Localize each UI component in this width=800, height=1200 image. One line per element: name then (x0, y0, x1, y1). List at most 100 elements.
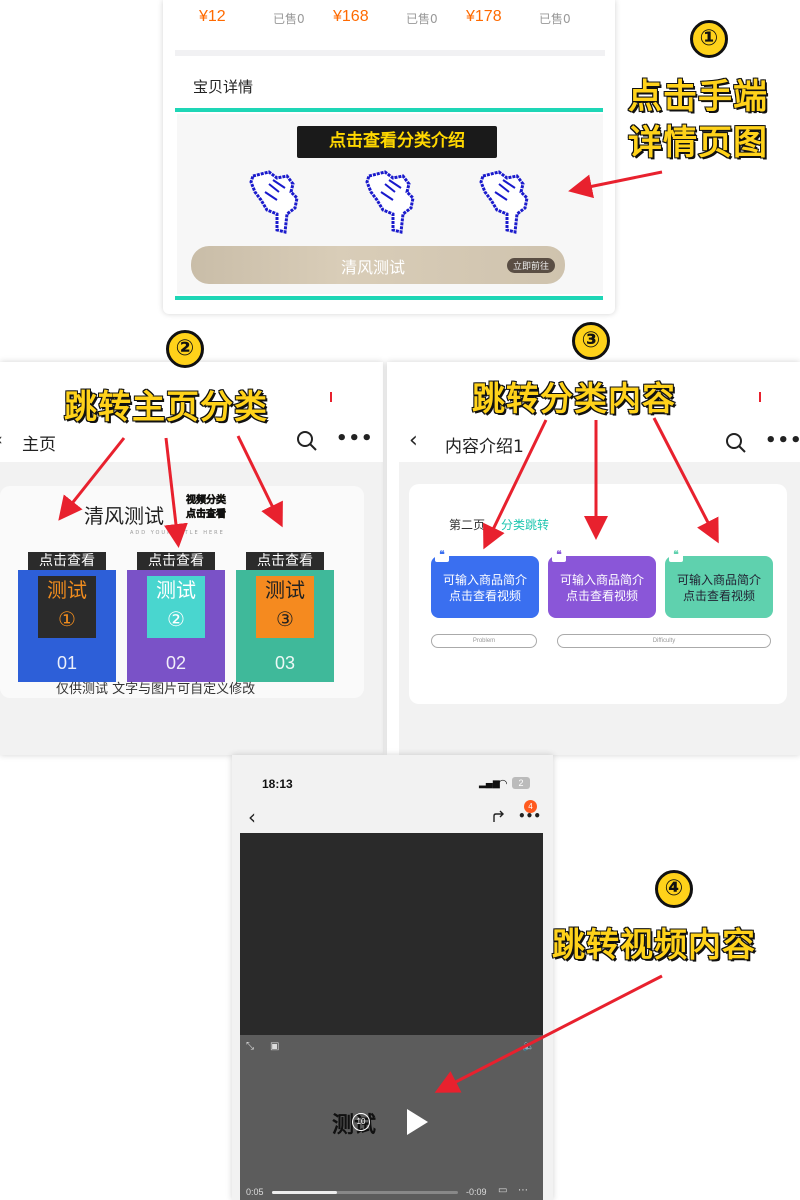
step-1-line1: 点击手端 (627, 76, 768, 118)
play-icon[interactable] (404, 1107, 430, 1137)
arrow-step2-a (58, 437, 126, 521)
tile-line2: ① (58, 607, 76, 631)
arrow-step3-a (483, 419, 548, 550)
video-panel: 18:13 ▂▄▆ ◠ 2 ‹ ••• 4 ⤡ ▣ 🔈 测试 10 0:05 -… (232, 755, 553, 1200)
tile-line1: 可输入商品简介 (442, 573, 527, 587)
price-1: ¥12 (199, 8, 226, 25)
quote-icon: ❝ (552, 550, 566, 562)
tile-line1: 测试 (47, 578, 87, 602)
section-label-a: 第二页 (449, 518, 486, 532)
tile-label: 测试 ① (38, 576, 96, 638)
arrow-step3-c (236, 435, 283, 528)
tile-line2: 点击查看视频 (565, 589, 638, 603)
quote-icon: ❝ (669, 550, 683, 562)
tile-head: 点击查看 (246, 552, 324, 570)
step-4-label: 跳转视频内容 (551, 924, 756, 965)
category-tile-1[interactable]: 点击查看 测试 ① 01 (18, 552, 116, 682)
sold-count-3: 已售0 (539, 12, 571, 26)
cast-icon[interactable]: ▭ (498, 1185, 508, 1196)
more-icon[interactable]: ••• (518, 809, 542, 823)
pointing-hand-icon (479, 170, 529, 234)
tile-head: 点击查看 (28, 552, 106, 570)
tile-line2: ② (167, 607, 185, 631)
more-options-icon[interactable]: ⋯ (518, 1185, 528, 1196)
back-chevron-icon[interactable]: ‹ (0, 430, 3, 450)
tile-line1: 可输入商品简介 (559, 573, 644, 587)
search-icon[interactable] (296, 430, 318, 452)
back-chevron-icon[interactable]: ‹ (248, 805, 256, 829)
remaining-time: -0:09 (466, 1187, 487, 1197)
category-intro-cta[interactable]: 点击查看分类介绍 (297, 126, 497, 158)
content-tile-2[interactable]: ❝ 可输入商品简介 点击查看视频 (548, 550, 656, 618)
category-tile-3[interactable]: 点击查看 测试 ③ 03 (236, 552, 334, 682)
share-icon[interactable] (492, 810, 508, 824)
tile-line1: 测试 (265, 578, 305, 602)
more-icon[interactable]: ••• (765, 430, 800, 451)
category-tile-2[interactable]: 点击查看 测试 ② 02 (127, 552, 225, 682)
tile-head: 点击查看 (137, 552, 215, 570)
pointing-hand-icon (249, 170, 299, 234)
banner-footer: 仅供测试 文字与图片可自定义修改 (56, 682, 256, 697)
tile-line1: 可输入商品简介 (676, 573, 761, 587)
detail-image[interactable]: 点击查看分类介绍 清风测试 立即前往 (177, 114, 603, 294)
battery-icon: 2 (512, 777, 530, 789)
category-content-panel: ‹ 内容介绍1 ••• 第二页 分类跳转 ❝ 可输入商品简介 点击查看视频 ❝ … (387, 362, 800, 755)
problem-pill[interactable]: Problem (431, 634, 537, 648)
status-time: 18:13 (262, 777, 293, 791)
homepage-category-panel: ‹ 主页 ••• 清风测试 视频分类 点击查看 ADD YOUR TITLE H… (0, 362, 383, 755)
content-tile-3[interactable]: ❝ 可输入商品简介 点击查看视频 (665, 550, 773, 618)
sold-count-1: 已售0 (273, 12, 305, 26)
content-tile-1[interactable]: ❝ 可输入商品简介 点击查看视频 (431, 550, 539, 618)
step-1-label: 点击手端 详情页图 (627, 74, 768, 166)
recording-indicator (759, 392, 761, 402)
step-2-marker: ② (166, 330, 204, 368)
step-3-marker: ③ (572, 322, 610, 360)
recording-indicator (330, 392, 332, 402)
back-chevron-icon[interactable]: ‹ (409, 428, 418, 453)
tile-label: 测试 ③ (256, 576, 314, 638)
difficulty-pill[interactable]: Difficulty (557, 634, 771, 648)
step-2-label: 跳转主页分类 (63, 386, 268, 427)
nav-title: 主页 (22, 435, 56, 455)
banner-tag: 视频分类 点击查看 (186, 494, 227, 522)
video-frame-top (240, 833, 543, 1035)
divider (175, 50, 605, 56)
banner-title: 清风测试 (84, 504, 164, 528)
tile-line1: 测试 (156, 578, 196, 602)
progress-fill (272, 1191, 338, 1194)
product-detail-panel: ¥12 已售0 ¥168 已售0 ¥178 已售0 宝贝详情 点击查看分类介绍 … (163, 0, 615, 314)
category-banner[interactable]: 清风测试 视频分类 点击查看 ADD YOUR TITLE HERE 点击查看 … (0, 486, 364, 698)
tile-number: 01 (56, 653, 78, 673)
shop-link-bar[interactable]: 清风测试 立即前往 (191, 246, 565, 284)
arrow-step4 (434, 974, 663, 1093)
step-1-marker: ① (690, 20, 728, 58)
tile-line2: 点击查看视频 (682, 589, 755, 603)
nav-title: 内容介绍1 (445, 437, 524, 457)
step-1-line2: 详情页图 (627, 122, 768, 164)
fullscreen-icon[interactable]: ⤡ (246, 1041, 254, 1052)
section-label-b: 分类跳转 (501, 518, 550, 532)
sold-count-2: 已售0 (406, 12, 438, 26)
wifi-icon: ◠ (498, 777, 508, 790)
shop-name: 清风测试 (341, 258, 406, 277)
arrow-step1 (568, 170, 663, 199)
quote-icon: ❝ (435, 550, 449, 562)
search-icon[interactable] (725, 432, 747, 454)
banner-tag-line2: 点击查看 (186, 509, 227, 521)
pip-icon[interactable]: ▣ (270, 1041, 280, 1052)
tile-line2: ③ (276, 607, 294, 631)
notification-badge: 4 (524, 800, 537, 813)
tile-label: 测试 ② (147, 576, 205, 638)
more-icon[interactable]: ••• (336, 428, 374, 449)
banner-tag-line1: 视频分类 (186, 495, 227, 507)
go-now-button[interactable]: 立即前往 (506, 258, 555, 273)
progress-track[interactable] (272, 1191, 458, 1194)
header-area (0, 362, 383, 462)
arrow-step3-c2 (652, 417, 719, 544)
signal-icon: ▂▄▆ (479, 779, 500, 789)
elapsed-time: 0:05 (246, 1187, 264, 1197)
volume-icon[interactable]: 🔈 (522, 1041, 535, 1052)
skip-back-button[interactable]: 10 (352, 1113, 370, 1131)
step-4-marker: ④ (655, 870, 693, 908)
